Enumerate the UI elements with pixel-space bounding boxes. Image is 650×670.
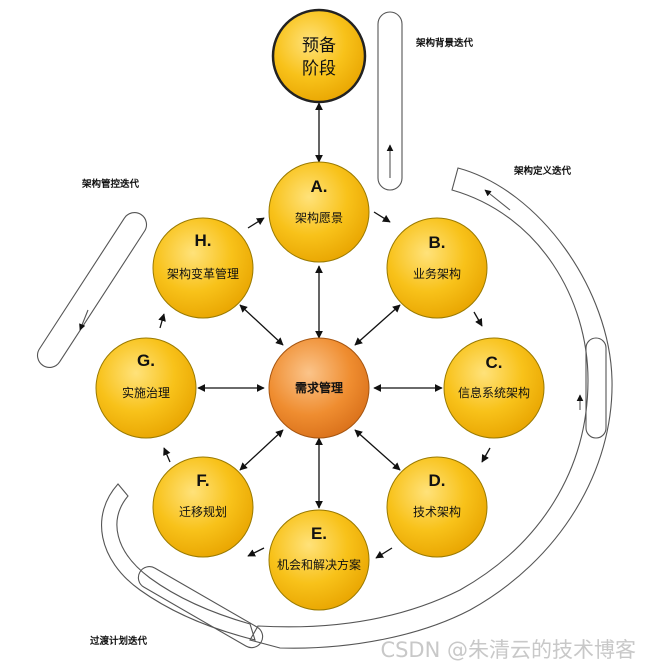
cycle-a-b bbox=[373, 211, 391, 223]
center-circle bbox=[268, 337, 370, 439]
phase-g-letter: G. bbox=[137, 351, 155, 370]
phase-g[interactable]: G. 实施治理 bbox=[95, 337, 197, 439]
governance-iteration-track bbox=[36, 212, 148, 368]
phase-b-circle bbox=[386, 217, 488, 319]
phase-a-circle bbox=[268, 161, 370, 263]
phase-a[interactable]: A. 架构愿景 bbox=[268, 161, 370, 263]
phase-f-circle bbox=[152, 456, 254, 558]
phase-f-letter: F. bbox=[196, 471, 209, 490]
center-name: 需求管理 bbox=[295, 380, 343, 395]
spoke-h bbox=[239, 304, 284, 346]
definition-iteration-arrow-1 bbox=[484, 189, 511, 211]
cycle-g-h bbox=[158, 313, 166, 329]
phase-g-circle bbox=[95, 337, 197, 439]
iteration-tracks bbox=[36, 11, 613, 649]
transition-iteration-track bbox=[101, 483, 256, 641]
phase-c-circle bbox=[443, 337, 545, 439]
phase-e-letter: E. bbox=[311, 524, 327, 543]
phase-d[interactable]: D. 技术架构 bbox=[386, 456, 488, 558]
phase-b-letter: B. bbox=[429, 233, 446, 252]
phase-e-name: 机会和解决方案 bbox=[277, 557, 361, 572]
phase-e-circle bbox=[268, 509, 370, 611]
cycle-f-g bbox=[163, 447, 171, 463]
phase-f[interactable]: F. 迁移规划 bbox=[152, 456, 254, 558]
transition-iteration-label: 过渡计划迭代 bbox=[90, 635, 148, 647]
preliminary-circle bbox=[271, 8, 367, 104]
connectors bbox=[158, 102, 491, 559]
phase-d-name: 技术架构 bbox=[413, 504, 461, 519]
phase-h-circle bbox=[152, 217, 254, 319]
spoke-b bbox=[354, 304, 401, 346]
phase-c[interactable]: C. 信息系统架构 bbox=[443, 337, 545, 439]
phase-a-name: 架构愿景 bbox=[295, 210, 343, 225]
transition-iteration-capsule bbox=[137, 566, 264, 649]
watermark: CSDN @朱清云的技术博客 bbox=[380, 638, 636, 662]
phase-b[interactable]: B. 业务架构 bbox=[386, 217, 488, 319]
definition-iteration-label: 架构定义迭代 bbox=[513, 165, 572, 177]
phase-d-letter: D. bbox=[429, 471, 446, 490]
governance-iteration-arrow bbox=[79, 309, 89, 331]
preliminary-phase[interactable]: 预备 阶段 bbox=[271, 8, 367, 104]
phase-a-letter: A. bbox=[311, 177, 328, 196]
cycle-e-f bbox=[247, 547, 265, 557]
phase-d-circle bbox=[386, 456, 488, 558]
context-iteration-label: 架构背景迭代 bbox=[415, 37, 474, 49]
spoke-f bbox=[239, 429, 284, 471]
phase-f-name: 迁移规划 bbox=[179, 504, 227, 519]
phase-h-name: 架构变革管理 bbox=[167, 266, 239, 281]
requirements-management[interactable]: 需求管理 bbox=[268, 337, 370, 439]
phase-c-letter: C. bbox=[486, 353, 503, 372]
preliminary-label-line1: 预备 bbox=[302, 36, 336, 56]
phase-e[interactable]: E. 机会和解决方案 bbox=[268, 509, 370, 611]
preliminary-label-line2: 阶段 bbox=[302, 59, 336, 79]
phase-h[interactable]: H. 架构变革管理 bbox=[152, 217, 254, 319]
cycle-b-c bbox=[473, 311, 483, 327]
cycle-h-a bbox=[247, 217, 265, 229]
cycle-c-d bbox=[481, 447, 491, 463]
phase-c-name: 信息系统架构 bbox=[458, 385, 530, 400]
phase-g-name: 实施治理 bbox=[122, 385, 170, 400]
cycle-d-e bbox=[375, 547, 393, 559]
definition-iteration-capsule bbox=[585, 337, 607, 439]
phase-h-letter: H. bbox=[195, 231, 212, 250]
context-iteration-track bbox=[377, 11, 403, 191]
spoke-d bbox=[354, 429, 401, 471]
definition-iteration-track bbox=[249, 167, 613, 649]
phase-b-name: 业务架构 bbox=[413, 266, 461, 281]
governance-iteration-label: 架构管控迭代 bbox=[81, 178, 140, 190]
